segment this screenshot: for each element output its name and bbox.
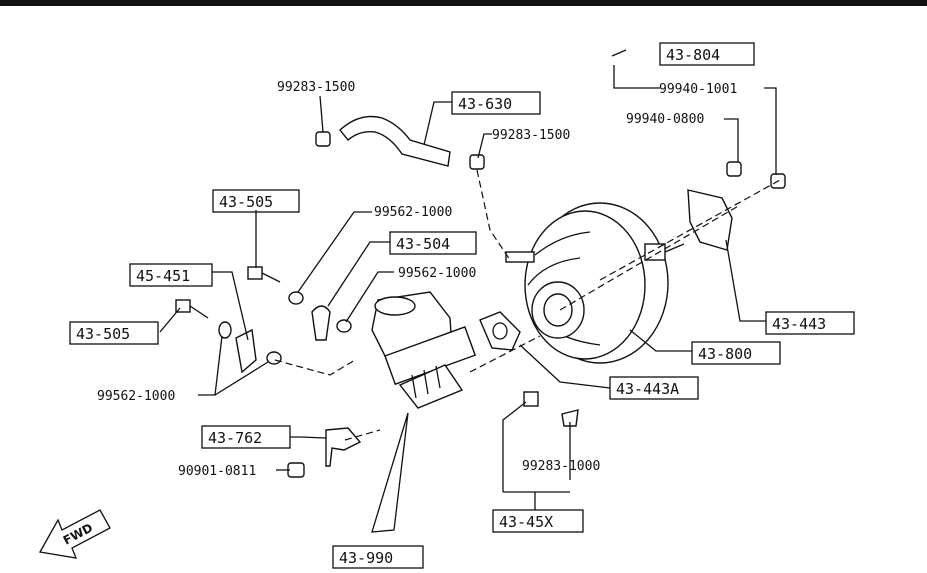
- part-label-99562-1000-b[interactable]: 99562-1000: [398, 266, 476, 281]
- part-label-43-443A[interactable]: 43-443A: [609, 376, 699, 400]
- part-label-43-504[interactable]: 43-504: [389, 231, 477, 255]
- svg-text:FWD: FWD: [61, 521, 95, 548]
- brake-booster: [505, 202, 685, 364]
- part-label-43-804[interactable]: 43-804: [659, 42, 755, 66]
- master-cylinder: [371, 291, 477, 409]
- part-label-99940-0800[interactable]: 99940-0800: [626, 112, 704, 127]
- leader-lines: [159, 49, 777, 510]
- part-label-99283-1000[interactable]: 99283-1000: [522, 459, 600, 474]
- svg-text:43-630: 43-630: [458, 95, 512, 113]
- fwd-arrow-icon: FWD: [38, 509, 111, 559]
- part-label-45-451[interactable]: 45-451: [129, 263, 213, 287]
- top-rule: [0, 0, 927, 6]
- part-label-43-990[interactable]: 43-990: [332, 545, 424, 569]
- svg-text:43-45X: 43-45X: [499, 513, 553, 531]
- svg-text:43-804: 43-804: [666, 46, 720, 64]
- part-label-43-45X[interactable]: 43-45X: [492, 509, 584, 533]
- gasket-front: [479, 311, 521, 351]
- part-label-99940-1001[interactable]: 99940-1001: [659, 82, 737, 97]
- part-label-43-505-top[interactable]: 43-505: [212, 189, 300, 213]
- gasket-rear: [687, 189, 733, 251]
- part-label-43-443[interactable]: 43-443: [765, 311, 855, 335]
- part-label-90901-0811[interactable]: 90901-0811: [178, 464, 256, 479]
- svg-text:43-990: 43-990: [339, 549, 393, 567]
- assembly-lines: [274, 169, 781, 441]
- part-label-99283-1500-right[interactable]: 99283-1500: [492, 128, 570, 143]
- svg-text:43-505: 43-505: [219, 193, 273, 211]
- svg-text:43-762: 43-762: [208, 429, 262, 447]
- svg-text:43-504: 43-504: [396, 235, 450, 253]
- part-label-99283-1500-top[interactable]: 99283-1500: [277, 80, 355, 95]
- svg-text:43-505: 43-505: [76, 325, 130, 343]
- part-label-99562-1000-c[interactable]: 99562-1000: [97, 389, 175, 404]
- part-label-43-800[interactable]: 43-800: [691, 341, 781, 365]
- part-label-43-505-left[interactable]: 43-505: [69, 321, 159, 345]
- hardware-parts: [175, 161, 786, 533]
- svg-text:43-800: 43-800: [698, 345, 752, 363]
- vacuum-hose: [339, 115, 451, 167]
- svg-text:45-451: 45-451: [136, 267, 190, 285]
- svg-text:43-443A: 43-443A: [616, 380, 679, 398]
- svg-text:43-443: 43-443: [772, 315, 826, 333]
- part-label-99562-1000-a[interactable]: 99562-1000: [374, 205, 452, 220]
- part-label-43-762[interactable]: 43-762: [201, 425, 291, 449]
- part-label-43-630[interactable]: 43-630: [451, 91, 541, 115]
